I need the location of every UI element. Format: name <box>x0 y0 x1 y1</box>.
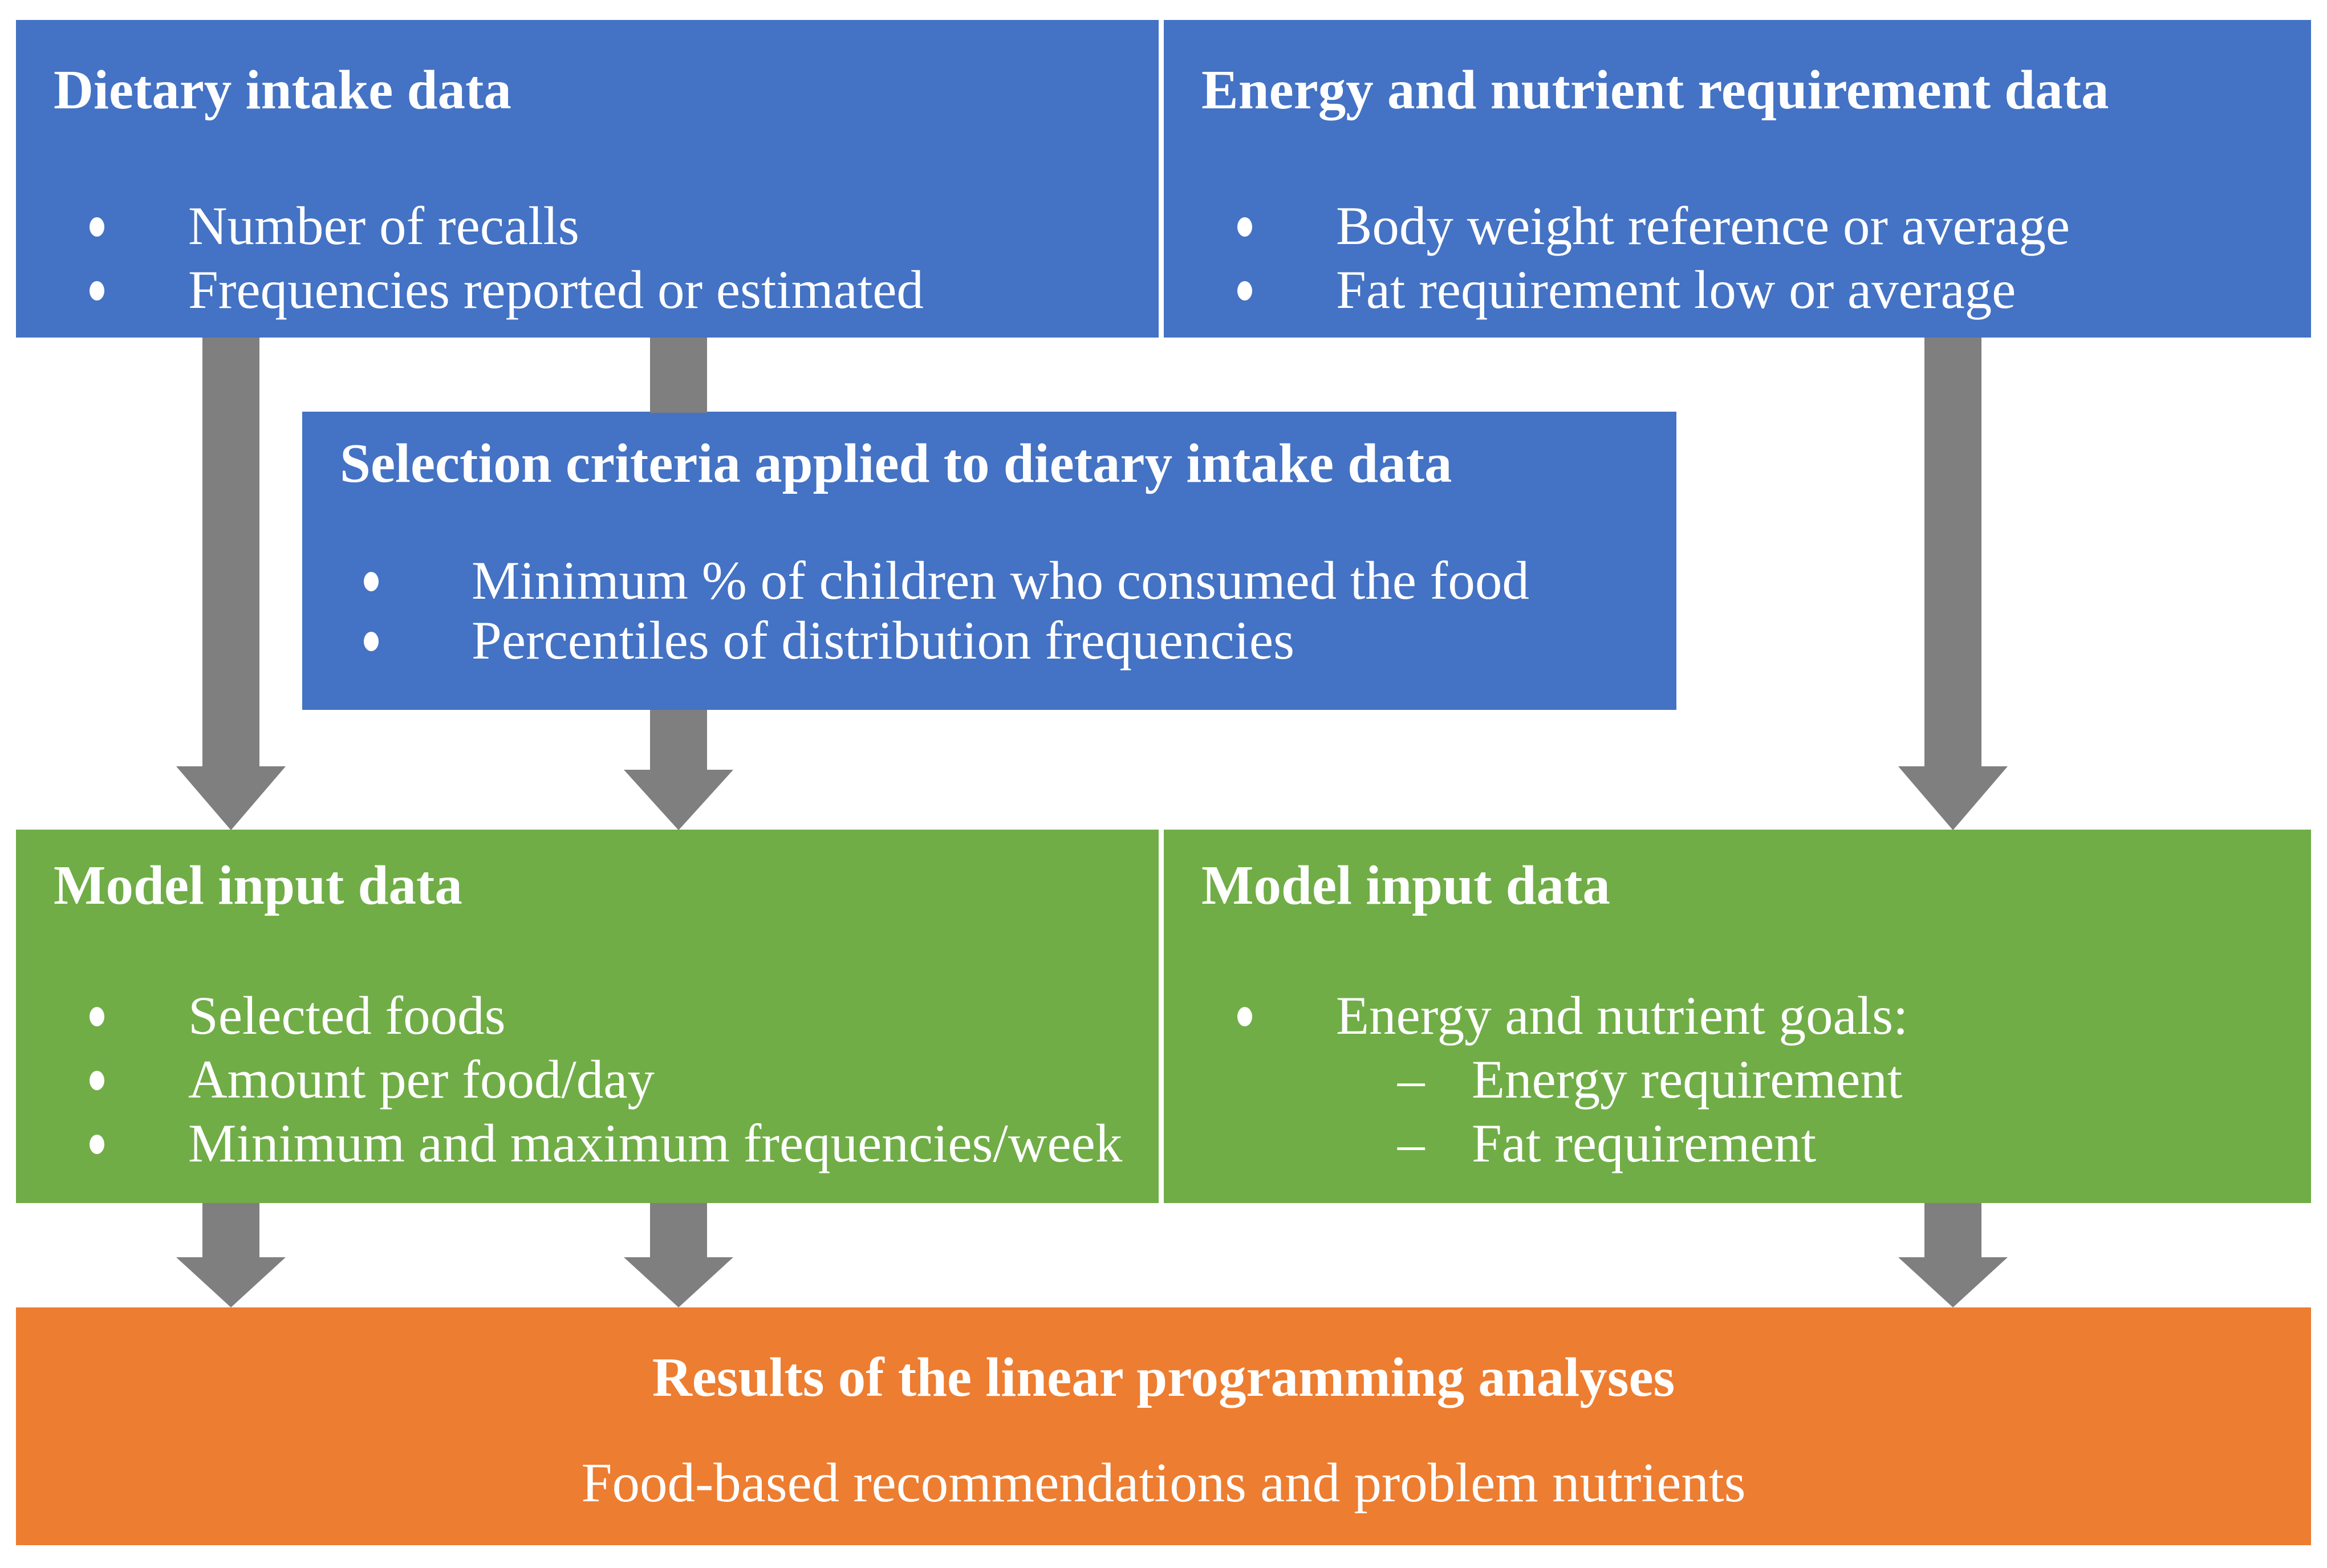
bullet-dot-icon <box>364 632 379 651</box>
energy-requirement-box: Energy and nutrient requirement data Bod… <box>1164 20 2311 338</box>
bullet-item: Minimum % of children who consumed the f… <box>302 546 1676 620</box>
bullet-item: Minimum and maximum frequencies/week <box>16 1108 1159 1183</box>
dash-marker: – <box>1398 1113 1425 1173</box>
bullet-item: Amount per food/day <box>16 1045 1159 1119</box>
sub-bullet-item: – Energy requirement <box>1164 1045 2311 1119</box>
bullet-item: Number of recalls <box>16 191 1159 265</box>
bullet-dot-icon <box>90 1007 104 1026</box>
energy-requirement-title: Energy and nutrient requirement data <box>1201 59 2109 120</box>
bullet-dot-icon <box>1237 217 1252 237</box>
bullet-dot-icon <box>364 572 379 591</box>
model-input-left-box: Model input data Selected foods Amount p… <box>16 830 1159 1203</box>
bullet-item: Energy and nutrient goals: <box>1164 981 2311 1055</box>
dietary-intake-title: Dietary intake data <box>54 59 511 120</box>
bullet-text: Body weight reference or average <box>1336 196 2070 256</box>
sub-bullet-item: – Fat requirement <box>1164 1108 2311 1183</box>
bullet-text: Number of recalls <box>188 196 579 256</box>
bullet-item: Frequencies reported or estimated <box>16 255 1159 329</box>
bullet-item: Selected foods <box>16 981 1159 1055</box>
bullet-item: Percentiles of distribution frequencies <box>302 606 1676 680</box>
bullet-dot-icon <box>90 217 104 237</box>
bullet-item: Fat requirement low or average <box>1164 255 2311 329</box>
bullet-text: Minimum % of children who consumed the f… <box>472 550 1529 611</box>
model-input-right-box: Model input data Energy and nutrient goa… <box>1164 830 2311 1203</box>
bullet-item: Body weight reference or average <box>1164 191 2311 265</box>
results-subtitle: Food-based recommendations and problem n… <box>581 1452 1746 1513</box>
bullet-text: Amount per food/day <box>188 1049 655 1110</box>
dietary-intake-box: Dietary intake data Number of recalls Fr… <box>16 20 1159 338</box>
bullet-text: Percentiles of distribution frequencies <box>472 610 1295 671</box>
bullet-dot-icon <box>90 1071 104 1090</box>
bullet-text: Fat requirement low or average <box>1336 259 2016 320</box>
bullet-dot-icon <box>90 281 104 300</box>
bullet-text: Minimum and maximum frequencies/week <box>188 1113 1123 1173</box>
bullet-text: Frequencies reported or estimated <box>188 259 924 320</box>
selection-criteria-box: Selection criteria applied to dietary in… <box>302 412 1676 710</box>
selection-criteria-title: Selection criteria applied to dietary in… <box>340 433 1452 494</box>
model-input-left-title: Model input data <box>54 855 462 916</box>
bullet-text: Energy and nutrient goals: <box>1336 985 1908 1046</box>
bullet-dot-icon <box>1237 1007 1252 1026</box>
bullet-text: Selected foods <box>188 985 506 1046</box>
results-box: Results of the linear programming analys… <box>16 1307 2311 1545</box>
results-title: Results of the linear programming analys… <box>652 1347 1675 1408</box>
sub-bullet-text: Fat requirement <box>1472 1113 1817 1173</box>
dash-marker: – <box>1398 1049 1425 1110</box>
model-input-right-title: Model input data <box>1201 855 1610 916</box>
bullet-dot-icon <box>90 1135 104 1154</box>
bullet-dot-icon <box>1237 281 1252 300</box>
sub-bullet-text: Energy requirement <box>1472 1049 1903 1110</box>
